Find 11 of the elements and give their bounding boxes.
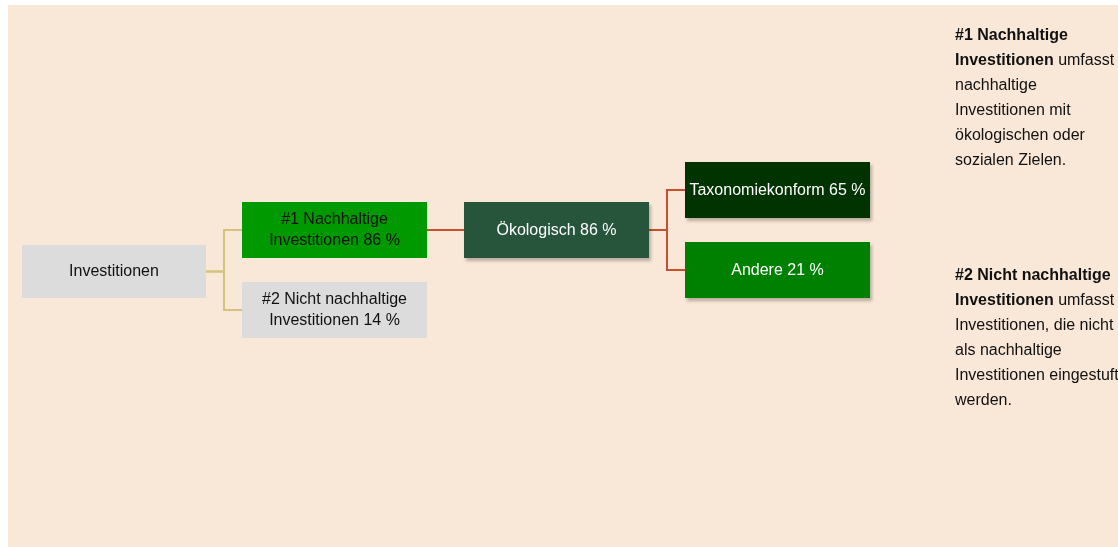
note-text: #1 Nachhaltige Investitionen umfasst nachhaltige Investitionen mit ökologischen oder sozialen Zielen.	[955, 25, 1116, 170]
connector-line	[205, 270, 243, 311]
note-text: #2 Nicht nachhaltige Investitionen umfasst Investitionen, die nicht als nachhaltige Investitionen eingestuft werden.	[955, 265, 1118, 410]
category-box: Andere 21 %	[685, 242, 870, 298]
category-box: Investitionen	[22, 245, 206, 298]
connector-line	[426, 229, 465, 231]
category-box: Taxonomiekonform 65 %	[685, 162, 870, 218]
connector-line	[648, 229, 686, 271]
category-box: #2 Nicht nachhaltige Investitionen 14 %	[242, 282, 427, 338]
category-box: #1 Nachhaltige Investitionen 86 %	[242, 202, 427, 258]
category-box: Ökologisch 86 %	[464, 202, 649, 258]
